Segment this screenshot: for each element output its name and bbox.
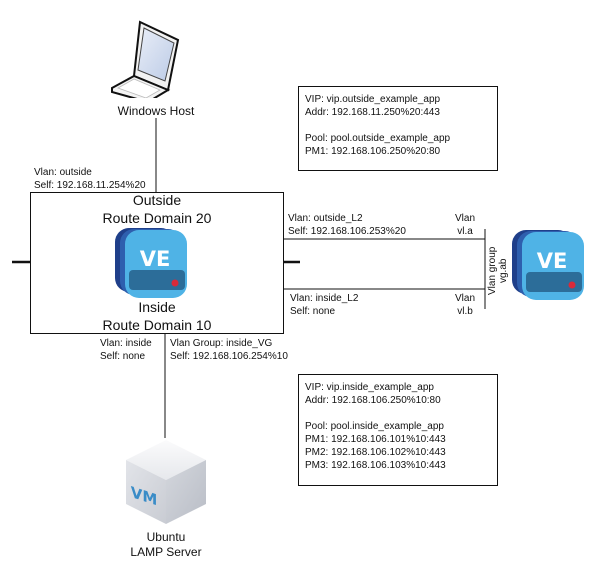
outside-title: Outside <box>132 192 182 208</box>
windows-host <box>108 18 208 104</box>
outside-vip-name: VIP: vip.outside_example_app <box>305 94 441 105</box>
inside-pool-member-2: PM2: 192.168.106.102%10:443 <box>305 447 446 458</box>
peer-ve-device: VE <box>510 228 588 302</box>
vm-cube-icon: VM <box>126 440 206 524</box>
outside-l2-self: Self: 192.168.106.253%20 <box>288 226 406 237</box>
inside-self-ip: Self: none <box>100 351 146 362</box>
ubuntu-label: Ubuntu <box>146 530 186 544</box>
vlan-a-name: vl.a <box>457 226 473 237</box>
outside-route-domain: Route Domain 20 <box>102 210 212 226</box>
outside-pool-name: Pool: pool.outside_example_app <box>305 133 451 144</box>
vlan-group-name: vg.ab <box>498 258 509 284</box>
inside-pool-member-1: PM1: 192.168.106.101%10:443 <box>305 434 446 445</box>
laptop-icon <box>111 20 180 104</box>
ve-icon-text: VE <box>537 249 568 273</box>
f5-logo-icon <box>568 281 576 289</box>
lamp-server-label: LAMP Server <box>130 545 202 559</box>
inside-l2-vlan: Vlan: inside_L2 <box>290 293 359 304</box>
inside-vlan-label: Vlan: inside <box>100 338 152 349</box>
inside-vip-name: VIP: vip.inside_example_app <box>305 382 434 393</box>
inside-vip-addr: Addr: 192.168.106.250%10:80 <box>305 395 441 406</box>
inside-l2-self: Self: none <box>290 306 336 317</box>
spacer <box>305 407 491 420</box>
outside-vlan-label: Vlan: outside <box>34 167 92 178</box>
inside-vip-box: VIP: vip.inside_example_app Addr: 192.16… <box>298 374 498 486</box>
vlan-group-title: Vlan group <box>487 246 498 296</box>
outside-self-ip: Self: 192.168.11.254%20 <box>34 180 146 191</box>
inside-pool-member-3: PM3: 192.168.106.103%10:443 <box>305 460 446 471</box>
vlan-b-name: vl.b <box>457 306 473 317</box>
ubuntu-server: VM <box>122 436 210 528</box>
ve-icon-text: VE <box>140 247 171 271</box>
inside-vg-label: Vlan Group: inside_VG <box>170 338 273 349</box>
inside-vg-self-ip: Self: 192.168.106.254%10 <box>170 351 288 362</box>
ve-icon: VE <box>512 230 584 300</box>
spacer <box>305 119 491 132</box>
f5-logo-icon <box>171 279 179 287</box>
outside-l2-vlan: Vlan: outside_L2 <box>288 213 363 224</box>
inside-route-domain: Route Domain 10 <box>102 317 212 333</box>
vlan-a-title: Vlan <box>454 213 475 224</box>
ve-icon: VE <box>115 228 187 298</box>
windows-host-label: Windows Host <box>117 104 195 118</box>
outside-vip-box: VIP: vip.outside_example_app Addr: 192.1… <box>298 86 498 171</box>
outside-vip-addr: Addr: 192.168.11.250%20:443 <box>305 107 440 118</box>
outside-pool-member: PM1: 192.168.106.250%20:80 <box>305 146 441 157</box>
vlan-group-label: Vlan group vg.ab <box>487 232 509 310</box>
vlan-b-title: Vlan <box>454 293 475 304</box>
inside-title: Inside <box>138 299 176 315</box>
big-ip-ve-device: VE <box>113 226 191 300</box>
inside-pool-name: Pool: pool.inside_example_app <box>305 421 444 432</box>
